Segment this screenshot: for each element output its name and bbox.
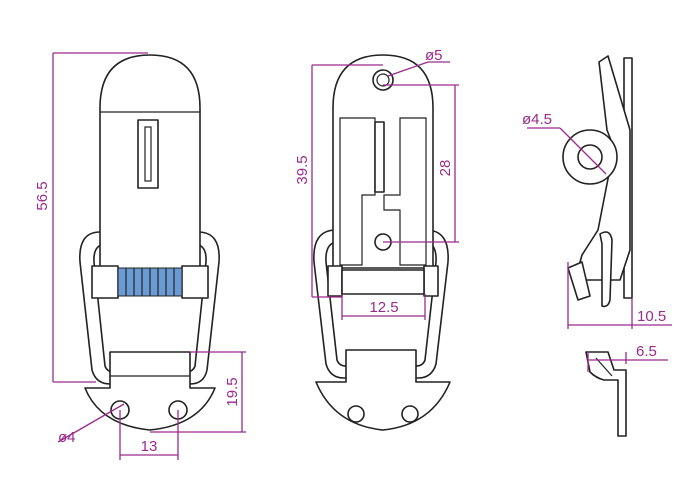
- back-view: 39.5 28 ø5 12.5: [294, 47, 459, 431]
- front-slot-inner: [144, 126, 152, 182]
- front-dim-plate-height: 19.5: [224, 377, 241, 406]
- back-mounting-hole-left: [347, 405, 365, 423]
- back-hinge-left: [327, 265, 343, 297]
- front-hinge-left-knuckle: [91, 265, 119, 299]
- front-hinge-right-knuckle: [181, 265, 209, 299]
- back-dim-total-height: 39.5: [294, 155, 311, 184]
- side-hinge-detail: [567, 261, 591, 301]
- side-dim-hook-hole-diag: [559, 127, 607, 175]
- back-dim-pivot-hole: ø5: [425, 47, 443, 64]
- front-view: 56.5 19.5 13 ø4: [34, 52, 246, 460]
- front-slot: [137, 119, 159, 189]
- back-hinge-bar: [341, 269, 425, 295]
- side-dim-plate-depth: 6.5: [636, 343, 657, 360]
- back-dim-base-width: 12.5: [369, 299, 398, 316]
- side-wire-loop: [599, 231, 613, 308]
- back-pivot-hole-top: [372, 69, 394, 91]
- front-dim-hole-diameter: ø4: [58, 429, 76, 446]
- back-dim-pivot-hole-leader: [387, 61, 429, 77]
- side-base-detail: [595, 357, 613, 377]
- back-pivot-hole-inner: [376, 73, 390, 87]
- front-dim-overall-height: 56.5: [34, 181, 51, 210]
- side-view: ø4.5 10.5 6.5: [522, 55, 672, 437]
- side-base-plate: [585, 351, 627, 437]
- back-inner-channel: [339, 117, 376, 266]
- side-dim-base-depth: 10.5: [637, 308, 666, 325]
- side-hook-hole: [577, 144, 603, 170]
- front-dim-hole-leader: [57, 403, 125, 443]
- back-dim-pivot-height: 28: [437, 160, 454, 177]
- back-mounting-hole-right: [401, 405, 419, 423]
- back-hinge-right: [423, 265, 439, 297]
- front-dim-hole-spacing: 13: [141, 438, 158, 455]
- back-slot: [374, 121, 385, 193]
- back-inner-channel-right: [383, 117, 427, 266]
- side-dim-hook-hole: ø4.5: [522, 111, 552, 128]
